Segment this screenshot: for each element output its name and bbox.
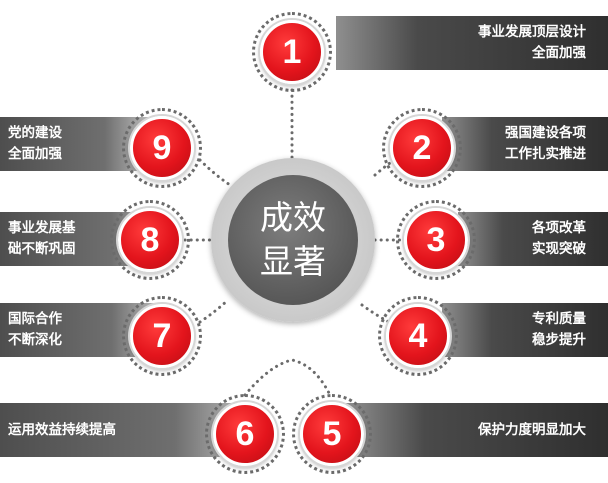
item-9-line2: 全面加强: [8, 146, 62, 162]
ring-1: [252, 12, 332, 92]
badge-8: 8: [118, 208, 182, 272]
item-7-line2: 不断深化: [8, 332, 62, 348]
item-4-line1: 专利质量: [532, 311, 586, 327]
item-3-band: 各项改革 实现突破: [458, 212, 608, 266]
item-9-line1: 党的建设: [8, 125, 62, 141]
item-4-band: 专利质量 稳步提升: [442, 303, 608, 357]
badge-4: 4: [386, 304, 450, 368]
item-4-line2: 稳步提升: [532, 332, 586, 348]
item-3-line1: 各项改革: [532, 220, 586, 236]
item-6-line1: 运用效益持续提高: [8, 421, 116, 438]
badge-7: 7: [130, 304, 194, 368]
ring-6: [205, 394, 285, 474]
badge-5: 5: [300, 402, 364, 466]
badge-9: 9: [130, 116, 194, 180]
item-1-band: 事业发展顶层设计 全面加强: [336, 16, 608, 70]
center-circle: 成效 显著: [228, 175, 358, 305]
item-1-line1: 事业发展顶层设计: [478, 24, 586, 40]
item-7-line1: 国际合作: [8, 311, 62, 327]
item-8-line1: 事业发展基: [8, 220, 76, 236]
ring-4: [378, 296, 458, 376]
badge-2: 2: [390, 116, 454, 180]
item-5-band: 保护力度明显加大: [346, 403, 608, 457]
ring-8: [110, 200, 190, 280]
center-line1: 成效: [260, 198, 326, 237]
badge-3: 3: [404, 208, 468, 272]
item-8-line2: 础不断巩固: [8, 241, 76, 257]
ring-3: [396, 200, 476, 280]
badge-6: 6: [213, 402, 277, 466]
item-2-band: 强国建设各项 工作扎实推进: [442, 117, 608, 171]
ring-5: [292, 394, 372, 474]
ring-7: [122, 296, 202, 376]
item-2-line2: 工作扎实推进: [505, 146, 586, 162]
ring-9: [122, 108, 202, 188]
item-3-line2: 实现突破: [532, 241, 586, 257]
item-1-line2: 全面加强: [532, 45, 586, 61]
center-line2: 显著: [260, 242, 326, 281]
item-2-line1: 强国建设各项: [505, 125, 586, 141]
item-5-line1: 保护力度明显加大: [478, 421, 586, 438]
ring-2: [382, 108, 462, 188]
badge-1: 1: [260, 20, 324, 84]
